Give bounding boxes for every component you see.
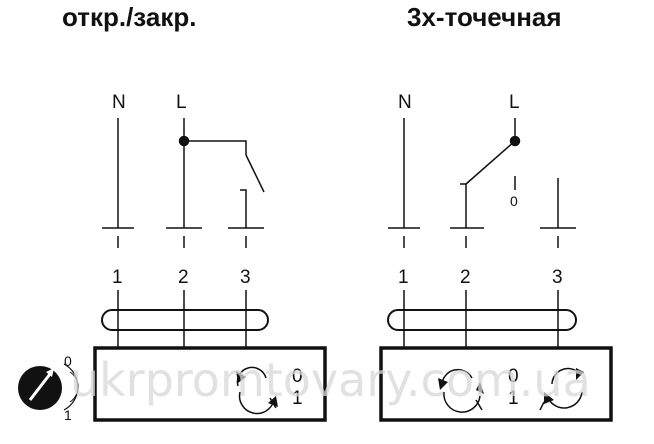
left-terminal-num-3: 3 (240, 267, 251, 288)
left-stop-mark (269, 397, 277, 409)
left-terminal-num-2: 2 (178, 267, 189, 288)
left-box-label-1: 1 (292, 388, 303, 409)
right-diagram: N L 0 1 2 3 0 1 (379, 92, 613, 422)
right-contact-2 (460, 183, 467, 228)
left-arrowhead-lower (268, 396, 278, 407)
right-actuator-box (379, 346, 613, 422)
dial-scale-arc-inner (69, 371, 79, 403)
left-switch-blade (245, 154, 265, 193)
right-arrowhead-b-upper (576, 368, 584, 380)
left-diagram: N L 1 2 3 0 1 (93, 92, 327, 422)
right-arrowhead-a-upper (438, 378, 448, 390)
left-switch-lower (240, 189, 247, 228)
right-rotate-arrow-a-upper (441, 368, 473, 385)
right-label-n: N (398, 92, 412, 113)
left-terminal-num-1: 1 (112, 267, 123, 288)
right-switch-pos-0: 0 (510, 193, 518, 209)
watermark-text: ukrpromtovary.com.ua (70, 353, 591, 407)
right-rotate-arrow-b-lower (547, 391, 583, 409)
right-cable-sleeve (387, 309, 577, 331)
left-diagram-title: откр./закр. (62, 2, 197, 32)
left-cable-sleeve (101, 309, 269, 331)
left-label-l: L (176, 92, 187, 113)
right-box-label-1: 1 (508, 388, 519, 409)
right-terminal-num-3: 3 (552, 267, 563, 288)
right-terminal-num-2: 2 (460, 267, 471, 288)
left-arrowhead-upper (236, 371, 246, 383)
right-arrowhead-a-lower (476, 382, 484, 394)
left-rotate-arrow-lower (238, 391, 275, 415)
left-rotate-arrow-upper (236, 366, 267, 387)
left-label-n: N (112, 92, 126, 113)
right-box-label-0: 0 (508, 366, 519, 387)
right-arrowhead-b-lower (544, 392, 554, 404)
dial-gauge-icon: 0 1 (18, 353, 79, 423)
right-label-l: L (509, 92, 520, 113)
left-bridge-wire (184, 140, 247, 155)
left-box-label-0: 0 (292, 366, 303, 387)
dial-label-0: 0 (64, 353, 72, 369)
right-terminal-num-1: 1 (398, 267, 409, 288)
right-switch-blade (465, 140, 516, 185)
right-stop-mark-a (475, 399, 483, 411)
right-diagram-title: 3х-точечная (407, 2, 562, 32)
dial-label-1: 1 (64, 407, 72, 423)
right-stop-mark-b (539, 401, 545, 411)
left-actuator-box (93, 346, 327, 422)
